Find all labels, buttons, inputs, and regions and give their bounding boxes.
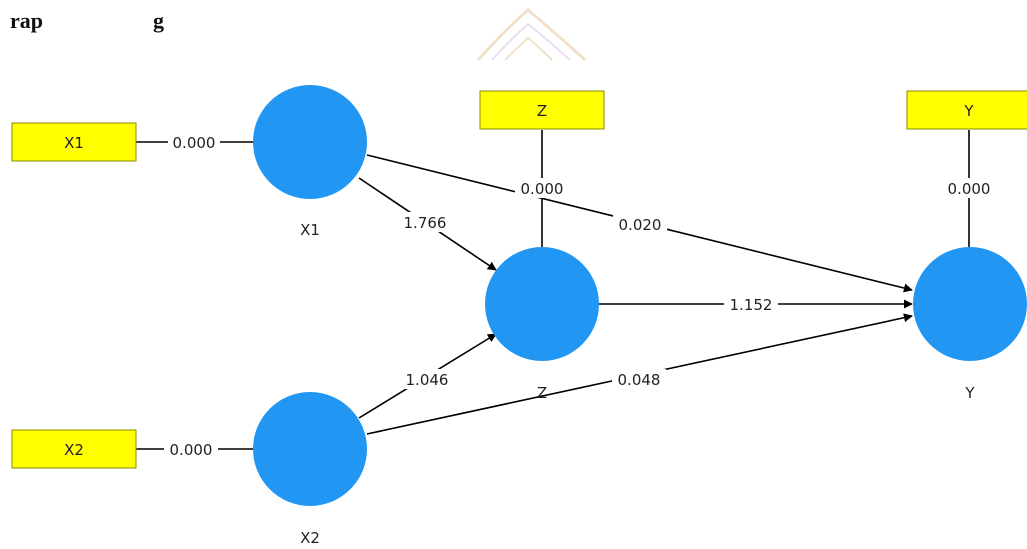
path-z-y-value-group: 1.152	[724, 294, 778, 314]
indicator-y[interactable]: Y	[906, 90, 1027, 130]
indicator-x1[interactable]: X1	[11, 122, 137, 162]
construct-x1-label: X1	[300, 221, 320, 239]
construct-y-label: Y	[964, 384, 975, 402]
indicator-x2[interactable]: X2	[11, 429, 137, 469]
path-x1-z-value-group: 1.766	[398, 212, 452, 232]
loading-x2-value: 0.000	[170, 441, 213, 459]
loading-y-value: 0.000	[948, 180, 991, 198]
construct-x2[interactable]	[253, 392, 367, 506]
indicator-z-label: Z	[537, 102, 547, 120]
construct-x2-label: X2	[300, 529, 320, 547]
loading-x2-value-group: 0.000	[164, 439, 218, 459]
path-x2-z-value-group: 1.046	[400, 369, 454, 389]
watermark-seal	[476, 8, 587, 62]
indicator-y-label: Y	[963, 102, 974, 120]
loading-x1-value: 0.000	[173, 134, 216, 152]
construct-z-label: Z	[537, 384, 547, 402]
construct-y[interactable]	[913, 247, 1027, 361]
path-z-y-value: 1.152	[730, 296, 773, 314]
loading-x1-value-group: 0.000	[168, 132, 220, 152]
path-x2-y-value-group: 0.048	[612, 369, 666, 389]
path-x2-z-value: 1.046	[406, 371, 449, 389]
loading-y-value-group: 0.000	[942, 178, 996, 198]
indicator-x1-label: X1	[64, 134, 84, 152]
indicator-x2-label: X2	[64, 441, 84, 459]
construct-x1[interactable]	[253, 85, 367, 199]
loading-z-value-group: 0.000	[515, 178, 569, 198]
page-heading: rap g	[10, 8, 164, 33]
loading-z-value: 0.000	[521, 180, 564, 198]
path-x1-y-value: 0.020	[619, 216, 662, 234]
path-x2-y-value: 0.048	[618, 371, 661, 389]
construct-z[interactable]	[485, 247, 599, 361]
path-x1-z-value: 1.766	[404, 214, 447, 232]
path-x1-y-value-group: 0.020	[613, 214, 667, 234]
indicator-z[interactable]: Z	[479, 90, 605, 130]
